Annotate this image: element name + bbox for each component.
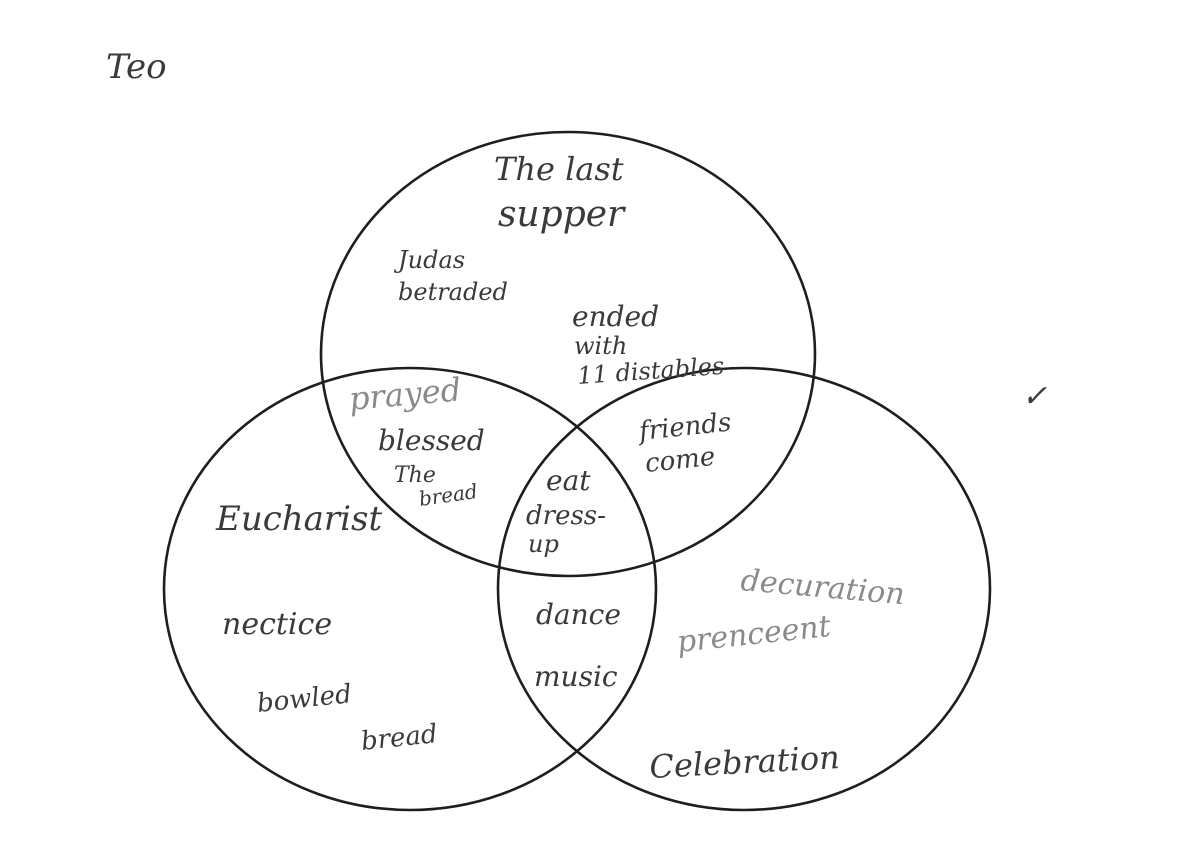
circle-eucharist bbox=[162, 366, 658, 812]
overlap-all-eat: eat bbox=[546, 464, 591, 497]
overlap-lr-music: music bbox=[534, 660, 618, 693]
check-mark-icon: ✓ bbox=[1022, 379, 1047, 414]
overlap-tl-prayed: prayed bbox=[347, 370, 462, 418]
right-note-prenceent: prenceent bbox=[675, 609, 833, 660]
top-note-judas: Judas bbox=[393, 246, 465, 274]
overlap-all-up: up bbox=[528, 530, 559, 558]
right-note-decoration: decuration bbox=[739, 563, 906, 612]
author-name: Teo bbox=[106, 47, 167, 87]
top-note-ended: ended bbox=[572, 300, 659, 333]
right-title: Celebration bbox=[648, 738, 840, 786]
circle-last-supper bbox=[319, 130, 817, 578]
overlap-tr-friends: friends bbox=[636, 407, 733, 447]
left-note-nectice: nectice bbox=[222, 607, 332, 642]
left-note-bread: bread bbox=[360, 719, 439, 757]
top-title-line2: supper bbox=[498, 194, 626, 235]
overlap-tr-come: come bbox=[644, 442, 717, 479]
left-note-bowled: bowled bbox=[256, 679, 354, 719]
circle-celebration bbox=[496, 366, 992, 812]
overlap-tl-the: The bbox=[394, 463, 436, 488]
overlap-all-dress: dress- bbox=[526, 501, 606, 531]
overlap-tl-blessed: blessed bbox=[378, 424, 485, 457]
overlap-lr-dance: dance bbox=[536, 598, 621, 631]
top-note-with: with bbox=[574, 332, 627, 360]
left-title: Eucharist bbox=[215, 499, 383, 539]
top-note-betraded: betraded bbox=[398, 278, 508, 306]
top-title-line1: The last bbox=[494, 150, 624, 188]
